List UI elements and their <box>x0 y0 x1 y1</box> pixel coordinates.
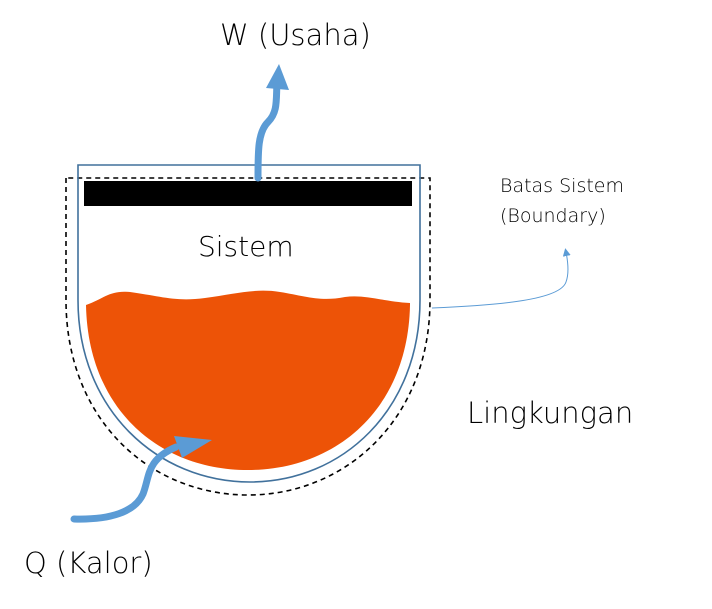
arrow-in-head <box>174 436 212 458</box>
piston <box>84 181 412 206</box>
container-outline <box>77 164 421 483</box>
system-label: Sistem <box>198 230 294 263</box>
arrow-up-head <box>266 64 289 90</box>
fluid <box>86 290 410 470</box>
system-boundary-dashed <box>65 177 431 496</box>
arrow-up-icon <box>254 78 281 182</box>
surroundings-label: Lingkungan <box>467 396 634 430</box>
boundary-label: Batas Sistem (Boundary) <box>500 171 624 231</box>
arrow-in-icon <box>70 443 180 523</box>
heat-label: Q (Kalor) <box>24 546 153 580</box>
boundary-label-line2: (Boundary) <box>500 205 606 227</box>
thin-arrow-icon <box>431 248 571 309</box>
boundary-label-line1: Batas Sistem <box>500 175 625 197</box>
work-label: W (Usaha) <box>220 18 371 52</box>
